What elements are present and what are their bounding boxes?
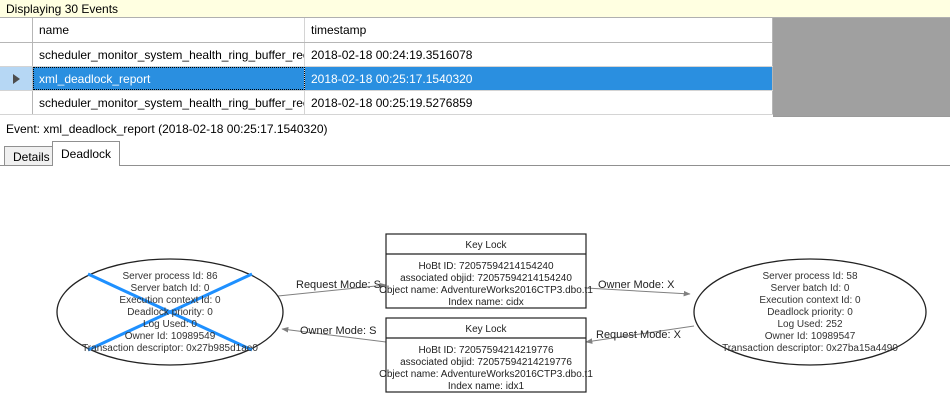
grid-header-corner — [0, 18, 33, 42]
surviving-line-4: Deadlock priority: 0 — [767, 307, 853, 318]
resource-bottom-line-1: HoBt ID: 72057594214219776 — [418, 345, 554, 356]
edge-label-request-x: Request Mode: X — [596, 329, 682, 341]
victim-line-3: Execution context Id: 0 — [119, 295, 221, 306]
resource-bottom-line-3: Object name: AdventureWorks2016CTP3.dbo.… — [379, 369, 593, 380]
column-header-name[interactable]: name — [33, 18, 305, 42]
node-surviving-process[interactable]: Server process Id: 58 Server batch Id: 0… — [693, 258, 927, 366]
resource-bottom-line-2: associated objid: 72057594214219776 — [400, 357, 572, 368]
tabstrip: Details Deadlock — [0, 140, 950, 167]
tab-details-label: Details — [13, 149, 50, 164]
node-resource-key-lock-cidx[interactable]: Key Lock HoBt ID: 72057594214154240 asso… — [379, 233, 593, 309]
event-caption: Event: xml_deadlock_report (2018-02-18 0… — [0, 119, 950, 139]
current-row-arrow-icon — [12, 73, 20, 84]
tab-details[interactable]: Details — [4, 146, 59, 166]
edge-owner-mode-x: Owner Mode: X — [585, 279, 691, 297]
cell-name[interactable]: scheduler_monitor_system_health_ring_buf… — [33, 43, 305, 66]
column-header-timestamp[interactable]: timestamp — [305, 18, 773, 42]
node-victim-process[interactable]: Server process Id: 86 Server batch Id: 0… — [56, 258, 284, 366]
cell-name[interactable]: xml_deadlock_report — [33, 67, 305, 90]
victim-line-2: Server batch Id: 0 — [131, 283, 210, 294]
victim-line-5: Log Used: 0 — [143, 319, 197, 330]
grid-header-row: name timestamp — [0, 18, 773, 43]
events-count-label: Displaying 30 Events — [6, 1, 119, 16]
edge-owner-mode-s: Owner Mode: S — [281, 325, 387, 343]
node-resource-key-lock-idx1[interactable]: Key Lock HoBt ID: 72057594214219776 asso… — [379, 317, 593, 393]
edge-label-owner-s: Owner Mode: S — [300, 325, 376, 337]
cell-timestamp[interactable]: 2018-02-18 00:25:19.5276859 — [305, 91, 773, 114]
table-row-selected[interactable]: xml_deadlock_report 2018-02-18 00:25:17.… — [0, 67, 773, 91]
resource-top-line-2: associated objid: 72057594214154240 — [400, 273, 572, 284]
victim-line-6: Owner Id: 10989549 — [125, 331, 216, 342]
surviving-line-2: Server batch Id: 0 — [771, 283, 850, 294]
edge-request-mode-s: Request Mode: S — [277, 279, 387, 297]
surviving-line-1: Server process Id: 58 — [762, 271, 857, 282]
surviving-line-5: Log Used: 252 — [777, 319, 842, 330]
victim-cross-line-2 — [87, 272, 253, 352]
tab-deadlock[interactable]: Deadlock — [52, 141, 121, 167]
row-selector[interactable] — [0, 91, 33, 114]
resource-top-line-1: HoBt ID: 72057594214154240 — [418, 261, 554, 272]
table-row[interactable]: scheduler_monitor_system_health_ring_buf… — [0, 91, 773, 115]
surviving-line-6: Owner Id: 10989547 — [765, 331, 856, 342]
edge-label-owner-x: Owner Mode: X — [598, 279, 675, 291]
surviving-line-7: Transaction descriptor: 0x27ba15a4490 — [722, 343, 898, 354]
resource-top-title: Key Lock — [465, 240, 507, 251]
tab-deadlock-label: Deadlock — [61, 147, 112, 161]
row-selector[interactable] — [0, 43, 33, 66]
resource-top-line-3: Object name: AdventureWorks2016CTP3.dbo.… — [379, 285, 593, 296]
resource-bottom-title: Key Lock — [465, 324, 507, 335]
deadlock-graph-svg: top key lock --> Request Mode: S survivi… — [56, 233, 927, 393]
event-caption-label: Event: xml_deadlock_report (2018-02-18 0… — [6, 122, 328, 136]
resource-top-line-4: Index name: cidx — [448, 297, 524, 308]
edge-request-mode-x: Request Mode: X — [585, 325, 695, 344]
row-selector-current[interactable] — [0, 67, 33, 90]
cell-name[interactable]: scheduler_monitor_system_health_ring_buf… — [33, 91, 305, 114]
table-row[interactable]: scheduler_monitor_system_health_ring_buf… — [0, 43, 773, 67]
events-grid[interactable]: name timestamp scheduler_monitor_system_… — [0, 18, 950, 117]
cell-timestamp[interactable]: 2018-02-18 00:24:19.3516078 — [305, 43, 773, 66]
events-grid-inner: name timestamp scheduler_monitor_system_… — [0, 18, 773, 117]
deadlock-graph-canvas[interactable]: top key lock --> Request Mode: S survivi… — [0, 166, 950, 400]
resource-bottom-line-4: Index name: idx1 — [448, 381, 525, 392]
victim-line-4: Deadlock priority: 0 — [127, 307, 213, 318]
edge-label-request-s: Request Mode: S — [296, 279, 381, 291]
victim-line-7: Transaction descriptor: 0x27b985d1ae0 — [82, 343, 258, 354]
victim-line-1: Server process Id: 86 — [122, 271, 217, 282]
surviving-line-3: Execution context Id: 0 — [759, 295, 861, 306]
events-count-banner: Displaying 30 Events — [0, 0, 950, 18]
cell-timestamp[interactable]: 2018-02-18 00:25:17.1540320 — [305, 67, 773, 90]
